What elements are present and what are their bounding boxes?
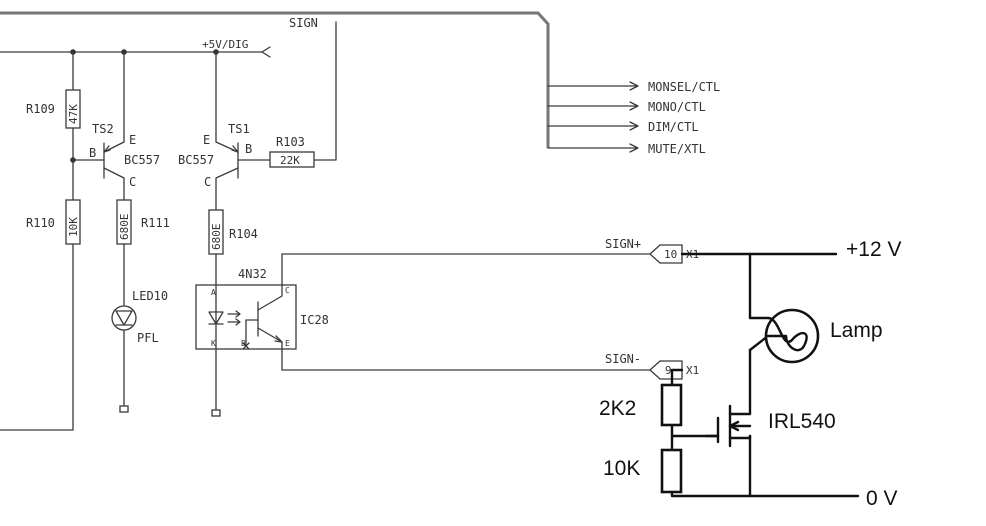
lamp-symbol: [764, 308, 820, 364]
resistor-10k-label: 10K: [603, 457, 640, 480]
net-5v-dig: +5V/DIG: [202, 38, 248, 51]
ic28-internals: [208, 253, 283, 417]
added-wiring: [670, 252, 860, 498]
ic28-pin-b: B: [241, 339, 246, 348]
ic28-pin-k: K: [211, 339, 216, 348]
net-mono: MONO/CTL: [648, 100, 706, 114]
ts1-pin-c: C: [204, 175, 211, 189]
ts1-pin-b: B: [245, 142, 252, 156]
ts1-ref: TS1: [228, 122, 250, 136]
r111-ref: R111: [141, 216, 170, 230]
transistor-ts1: [215, 51, 271, 211]
ic28-ref: IC28: [300, 313, 329, 327]
ts1-pin-e: E: [203, 133, 210, 147]
supply-12v-label: +12 V: [846, 238, 901, 261]
ic28-pin-e: E: [285, 339, 290, 348]
net-monsel: MONSEL/CTL: [648, 80, 720, 94]
resistor-r109: [65, 89, 81, 129]
resistor-r103: [269, 151, 315, 168]
r109-value: 47K: [67, 104, 80, 124]
ic28-pin-c: C: [285, 286, 290, 295]
ic28-pin-a: A: [211, 288, 216, 297]
net-sign-plus: SIGN+: [605, 237, 641, 251]
net-sign-minus: SIGN-: [605, 352, 641, 366]
r103-ref: R103: [276, 135, 305, 149]
ts2-pin-b: B: [89, 146, 96, 160]
ts2-ref: TS2: [92, 122, 114, 136]
net-mute: MUTE/XTL: [648, 142, 706, 156]
r110-ref: R110: [26, 216, 55, 230]
x1-pin9-conn: X1: [686, 364, 699, 377]
resistor-2k2: [660, 383, 683, 427]
r103-value: 22K: [280, 154, 300, 167]
ts1-type: BC557: [178, 153, 214, 167]
r111-value: 680E: [118, 214, 131, 241]
bus-lines: [0, 11, 550, 161]
net-dim: DIM/CTL: [648, 120, 699, 134]
ctl-outputs: [547, 81, 639, 153]
x1-pin9-num: 9: [665, 364, 672, 377]
lamp-label: Lamp: [830, 319, 883, 342]
led-led10: [111, 243, 137, 413]
r110-value: 10K: [67, 217, 80, 237]
ts2-type: BC557: [124, 153, 160, 167]
ground-0v-label: 0 V: [866, 487, 898, 510]
mosfet-irl540: [704, 400, 752, 448]
mosfet-label: IRL540: [768, 410, 836, 433]
r104-value: 680E: [210, 224, 223, 251]
led10-ref: LED10: [132, 289, 168, 303]
transistor-ts2: [97, 51, 125, 201]
ts2-pin-e: E: [129, 133, 136, 147]
led10-label: PFL: [137, 331, 159, 345]
net-sign: SIGN: [289, 16, 318, 30]
r109-r110-chain: [0, 51, 99, 431]
ts2-pin-c: C: [129, 175, 136, 189]
r109-ref: R109: [26, 102, 55, 116]
resistor-2k2-label: 2K2: [599, 397, 636, 420]
resistor-r110: [65, 199, 81, 245]
resistor-10k: [660, 448, 683, 494]
ic28-type: 4N32: [238, 267, 267, 281]
r104-ref: R104: [229, 227, 258, 241]
x1-pin10-num: 10: [664, 248, 677, 261]
